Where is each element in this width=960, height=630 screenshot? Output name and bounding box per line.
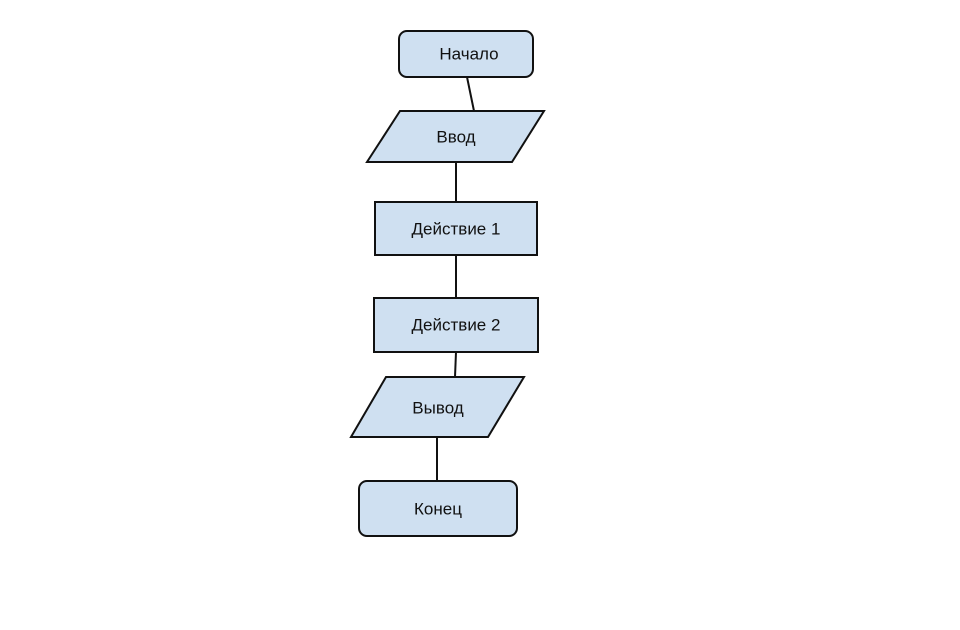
input-shape [365, 110, 546, 163]
input-node: Ввод [365, 110, 546, 163]
start-label: Начало [439, 45, 498, 64]
action1-shape [374, 201, 538, 256]
end-label: Конец [414, 500, 462, 519]
connector-action2-output [454, 351, 457, 378]
action1-node: Действие 1 [374, 201, 538, 256]
connector-start-input [466, 76, 475, 112]
end-shape [358, 480, 518, 537]
output-node: Вывод [349, 376, 526, 438]
action2-label: Действие 2 [412, 316, 501, 335]
start-node: Начало [398, 30, 534, 78]
action2-node: Действие 2 [373, 297, 539, 353]
output-label: Вывод [412, 399, 463, 418]
end-node: Конец [358, 480, 518, 537]
action2-shape [373, 297, 539, 353]
start-shape [398, 30, 534, 78]
output-shape [349, 376, 526, 438]
input-label: Ввод [436, 128, 475, 147]
action1-label: Действие 1 [412, 220, 501, 239]
